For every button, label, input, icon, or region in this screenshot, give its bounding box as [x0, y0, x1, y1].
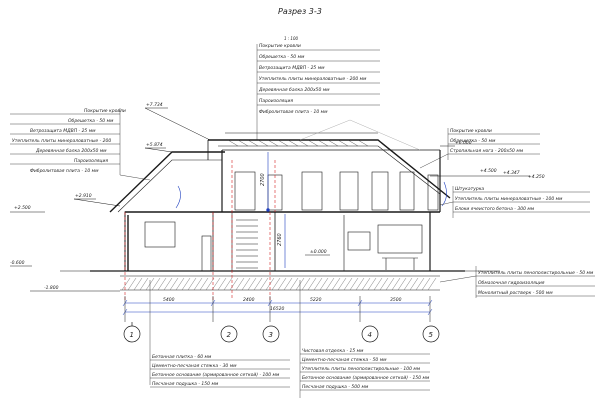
foundation-hatch [121, 277, 437, 291]
callout-roof-top-center-layer-5: Пароизоляция [259, 98, 293, 104]
level-floor: ±0.000 [310, 249, 327, 255]
callout-floor-right-layer-1: Чистовая отделка - 15 мм [302, 348, 364, 354]
callout-wall-right [439, 186, 590, 218]
axis-bubble-2 [220, 325, 238, 343]
callout-floor-left-layer-1: Бетонная плитка - 60 мм [152, 354, 212, 360]
callout-plinth-right-layer-1: Утеплитель плиты пенополистирольные - 50… [478, 270, 594, 276]
axis-label-4: 4 [368, 331, 372, 339]
callout-roof-left-layer-5: Пароизоляция [74, 158, 108, 164]
level-right-4347: +4.347 [503, 170, 520, 176]
callout-roof-top-center-heading: Покрытие кровли [259, 43, 301, 49]
axis-bubble-4 [361, 325, 379, 343]
callout-floor-left-layer-3: Бетонное основание (армированное сеткой)… [152, 372, 280, 378]
callout-roof-right-layer-1: Обрешетка - 50 мм [450, 138, 496, 144]
height-first-floor: 2760 [277, 233, 283, 246]
axis-lines-red [124, 160, 276, 300]
callout-wall-right-layer-2: Блоки ячеистого бетона - 300 мм [455, 206, 535, 212]
dim-span-2: 2400 [243, 297, 255, 303]
axis-bubble-3 [262, 325, 280, 343]
axis-label-3: 3 [269, 331, 273, 339]
callout-roof-left-layer-1: Обрешетка - 50 мм [68, 118, 114, 124]
callout-roof-left-layer-4: Деревянная балка 200х50 мм [35, 148, 107, 154]
callout-roof-top-center-layer-4: Деревянная балка 200х50 мм [258, 87, 330, 93]
level-left-2500: +2.500 [14, 205, 31, 211]
callout-roof-left-layer-6: Фибролитовая плита - 10 мм [30, 168, 99, 174]
axis-bubble-5 [422, 325, 440, 343]
callout-roof-left-heading: Покрытие кровли [84, 108, 126, 114]
callout-floor-right-layer-2: Цементно-песчаная стяжка - 50 мм [302, 357, 387, 363]
axis-bubbles [123, 322, 440, 343]
callout-roof-right-heading: Покрытие кровли [450, 128, 492, 134]
callout-roof-top-center-layer-1: Обрешетка - 50 мм [259, 54, 305, 60]
level-foundation: -1.800 [44, 285, 59, 291]
callout-roof-top-center-layer-2: Ветрозащита МДВП - 25 мм [259, 65, 325, 71]
level-upper-left: +5.874 [146, 142, 163, 148]
level-right-4250: +4.250 [528, 174, 545, 180]
callout-roof-left [10, 108, 151, 181]
axis-label-5: 5 [429, 331, 434, 339]
callout-roof-right-layer-2: Стропильная нога - 200х50 мм [450, 148, 524, 154]
callout-roof-left-layer-3: Утеплитель плиты минераловатные - 200 [12, 138, 111, 144]
dim-span-1: 5400 [163, 297, 175, 303]
roof-truss [227, 139, 369, 147]
level-eave-left: +2.910 [75, 193, 92, 199]
axis-bubble-1 [123, 325, 141, 343]
level-upper-right: +6.000 [455, 140, 472, 146]
dimension-lines [122, 296, 433, 322]
level-ridge: +7.734 [146, 102, 163, 108]
callout-roof-right [419, 128, 540, 169]
height-second-floor: 2700 [260, 173, 266, 186]
callout-floor-right-layer-3: Утеплитель плиты пенополистирольные - 10… [302, 366, 421, 372]
axis-label-2: 2 [227, 331, 232, 339]
level-ground: -0.600 [10, 260, 25, 266]
callout-roof-left-layer-2: Ветрозащита МДВП - 25 мм [30, 128, 96, 134]
callout-wall-right-heading: Штукатурка [455, 186, 484, 192]
drawing-title: Разрез 3-3 [278, 7, 322, 16]
callout-floor-left-layer-2: Цементно-песчаная стяжка - 30 мм [152, 363, 237, 369]
callout-plinth-right-layer-2: Обмазочная гидроизоляция [478, 280, 545, 286]
callout-roof-top-center [256, 44, 380, 140]
callout-floor-left-layer-4: Песчаная подушка - 150 мм [152, 381, 219, 387]
callout-floor-right-layer-4: Бетонное основание (армированное сеткой)… [302, 375, 430, 381]
dim-span-4: 3500 [390, 297, 402, 303]
callout-plinth-right [439, 266, 595, 298]
level-right-4500: +4.500 [480, 168, 497, 174]
ground-floor-elements [144, 219, 423, 272]
callout-wall-right-layer-1: Утеплитель плиты минераловатные - 100 мм [455, 196, 563, 202]
dim-total: 16520 [270, 306, 284, 312]
callout-roof-top-center-layer-3: Утеплитель плиты минераловатные - 200 мм [259, 76, 367, 82]
dim-span-3: 5220 [310, 297, 322, 303]
drawing-scale: 1 : 100 [284, 36, 299, 41]
callout-roof-top-center-layer-6: Фибролитовая плита - 10 мм [259, 109, 328, 115]
level-marks [10, 107, 530, 292]
callout-floor-right [299, 280, 430, 398]
background-roof-outline [299, 119, 421, 151]
callout-floor-left [149, 280, 290, 388]
callout-plinth-right-layer-3: Монолитный ростверк - 500 мм [478, 290, 553, 296]
axis-label-1: 1 [130, 331, 134, 339]
callout-floor-right-layer-5: Песчаная подушка - 500 мм [302, 384, 369, 390]
